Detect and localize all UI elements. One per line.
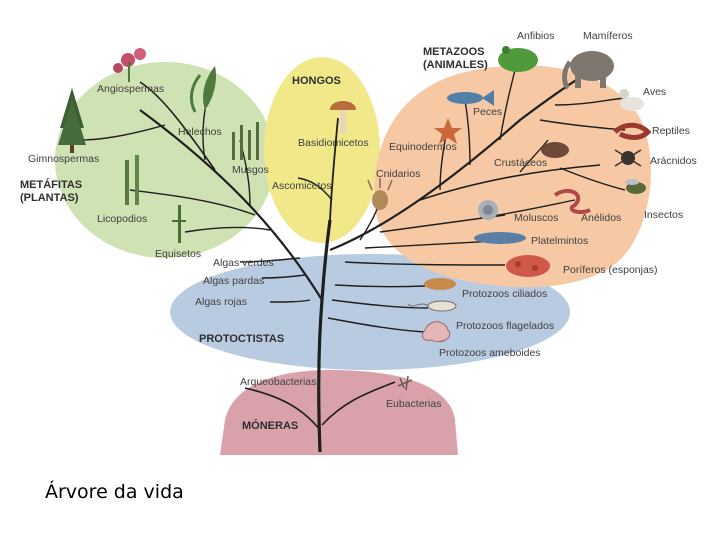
frog-icon	[498, 46, 538, 72]
animal-anfibios	[499, 69, 516, 141]
insect-icon	[625, 179, 646, 194]
algas-pardas-branch	[261, 274, 306, 279]
animal-aves	[554, 97, 626, 106]
root-left	[244, 387, 321, 431]
group-title-fungi: HONGOS	[292, 75, 341, 88]
label-aves: Aves	[643, 86, 667, 98]
elephant-icon	[562, 51, 614, 90]
group-title-animals-line2: (ANIMALES)	[423, 59, 488, 71]
label-mamiferos: Mamíferos	[583, 30, 633, 42]
spider-icon	[614, 149, 642, 167]
protozoos-ciliados-branch	[334, 284, 426, 288]
label-cnidarios: Cnidarios	[376, 168, 421, 180]
group-title-plants-line2: (PLANTAS)	[20, 192, 79, 204]
protozoos-ameboides-branch	[327, 317, 426, 333]
group-title-plants: METÁFITAS (PLANTAS)	[20, 179, 82, 205]
label-basidiomicetos: Basidiomicetos	[298, 137, 369, 149]
animal-poriferos	[344, 261, 506, 266]
lycopod-icon	[125, 155, 139, 205]
label-algas-verdes: Algas verdes	[213, 257, 274, 269]
earthworm-icon	[553, 188, 591, 215]
plant-equisetos	[184, 226, 271, 233]
tree-branches	[79, 59, 626, 453]
horsetail-icon	[172, 205, 186, 243]
group-title-monera: MÓNERAS	[242, 420, 298, 433]
group-title-protists: PROTOCTISTAS	[199, 333, 284, 346]
label-eubacterias: Eubacterias	[386, 398, 442, 410]
fungi-main	[329, 117, 339, 221]
bacteria-icon	[397, 375, 413, 391]
label-musgos: Musgos	[232, 164, 269, 176]
label-equinodermos: Equinodermos	[389, 141, 457, 153]
label-licopodios: Licopodios	[97, 213, 148, 225]
organism-icons	[58, 46, 652, 391]
label-equisetos: Equisetos	[155, 248, 202, 260]
animal-peces	[464, 99, 471, 166]
label-ascomicetos: Ascomicetos	[272, 180, 332, 192]
plant-licopodios	[129, 189, 256, 216]
bird-icon	[619, 89, 644, 111]
group-title-plants-line1: METÁFITAS	[20, 179, 83, 191]
label-reptiles: Reptiles	[652, 125, 690, 137]
starfish-icon	[434, 118, 462, 144]
slide-caption: Árvore da vida	[45, 481, 184, 503]
label-aracnidos: Arácnidos	[650, 155, 697, 167]
animal-insectos	[559, 167, 626, 191]
label-protozoos-ciliados: Protozoos ciliados	[462, 288, 548, 300]
mushroom-icon	[330, 101, 356, 134]
cnidarian-icon	[367, 178, 393, 210]
label-algas-pardas: Algas pardas	[203, 275, 265, 287]
label-anelidos: Anélidos	[581, 212, 622, 224]
label-angiospermas: Angiospermas	[97, 83, 165, 95]
conifer-icon	[58, 88, 86, 153]
label-moluscos: Moluscos	[514, 212, 559, 224]
label-algas-rojas: Algas rojas	[195, 296, 247, 308]
ciliate-icon	[424, 278, 456, 290]
protozoos-flagelados-branch	[331, 299, 429, 309]
region-protists	[170, 254, 570, 370]
flatworm-icon	[474, 232, 526, 244]
group-title-fungi-line1: HONGOS	[292, 75, 341, 87]
label-arqueobacterias: Arqueobacterias	[240, 376, 317, 388]
group-title-animals: METAZOOS (ANIMALES)	[423, 46, 488, 72]
label-helechos: Helechos	[178, 126, 222, 138]
moss-icon	[232, 122, 259, 160]
algas-verdes-branch	[239, 257, 301, 263]
plant-main	[139, 109, 323, 301]
label-crustaceos: Crustáceos	[494, 157, 548, 169]
group-title-animals-line1: METAZOOS	[423, 46, 485, 58]
flagellate-icon	[407, 300, 457, 312]
trunk	[317, 219, 332, 453]
fern-icon	[189, 66, 216, 113]
plant-gimno	[79, 124, 166, 141]
region-plants	[55, 62, 275, 258]
label-platelmintos: Platelmintos	[531, 235, 589, 247]
label-gimnospermas: Gimnospermas	[28, 153, 100, 165]
region-monera	[220, 370, 458, 455]
tree-of-life-diagram	[55, 46, 652, 455]
root-right	[321, 381, 396, 426]
label-anfibios: Anfibios	[517, 30, 555, 42]
group-title-monera-line1: MÓNERAS	[242, 420, 299, 432]
fish-icon	[447, 90, 494, 106]
fungi-asco	[297, 177, 333, 201]
animal-arthropods	[419, 164, 601, 201]
snail-icon	[478, 200, 498, 220]
label-protozoos-flagelados: Protozoos flagelados	[456, 320, 555, 332]
lobster-icon	[541, 142, 569, 158]
angiosperm-flower-icon	[113, 48, 146, 82]
sponge-icon	[506, 255, 550, 277]
algas-rojas-branch	[269, 299, 311, 303]
amoeba-icon	[421, 321, 451, 343]
label-protozoos-ameboides: Protozoos ameboides	[439, 347, 541, 359]
animal-crustaceos	[519, 139, 549, 173]
label-insectos: Insectos	[644, 209, 684, 221]
snake-icon	[613, 122, 652, 140]
group-title-protists-line1: PROTOCTISTAS	[199, 333, 285, 345]
label-peces: Peces	[473, 106, 503, 118]
label-poriferos: Poríferos (esponjas)	[563, 264, 658, 276]
